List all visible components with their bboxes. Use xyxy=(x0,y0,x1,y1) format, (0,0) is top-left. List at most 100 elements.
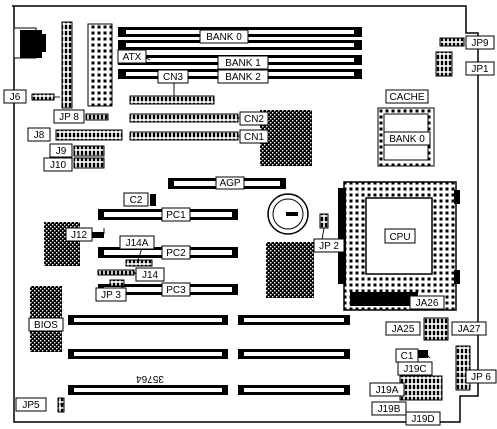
cn3-header xyxy=(129,95,215,105)
isa-slot-1 xyxy=(68,315,228,325)
jp9-jumper xyxy=(439,37,465,47)
svg-text:CN3: CN3 xyxy=(163,72,183,83)
label-ja25: JA25 xyxy=(385,321,421,336)
label-bank0-top: BANK 0 xyxy=(199,29,249,44)
isa-slot-6 xyxy=(238,385,350,395)
label-pc3: PC3 xyxy=(161,282,191,297)
svg-text:J19D: J19D xyxy=(411,414,434,425)
label-cn2: CN2 xyxy=(239,111,269,126)
cn1-header xyxy=(129,131,239,141)
label-jp2: JP 2 xyxy=(313,238,345,253)
svg-text:JA27: JA27 xyxy=(458,324,481,335)
cn2-header xyxy=(129,113,239,123)
jp2-jumper xyxy=(319,213,329,229)
label-pc2: PC2 xyxy=(161,245,191,260)
svg-text:J19C: J19C xyxy=(403,364,426,375)
svg-text:JP 6: JP 6 xyxy=(471,372,491,383)
svg-text:BANK 0: BANK 0 xyxy=(389,134,425,145)
label-c1: C1 xyxy=(395,348,419,363)
svg-text:CACHE: CACHE xyxy=(389,92,424,103)
label-jp6: JP 6 xyxy=(465,369,497,384)
svg-text:J14A: J14A xyxy=(126,238,149,249)
svg-text:J10: J10 xyxy=(50,160,67,171)
svg-text:C1: C1 xyxy=(401,351,414,362)
battery xyxy=(267,193,309,235)
label-c2: C2 xyxy=(123,192,149,207)
cpu-socket xyxy=(338,181,460,311)
label-j19d: J19D xyxy=(405,411,441,426)
svg-text:JP5: JP5 xyxy=(22,400,40,411)
j12-header xyxy=(92,232,104,238)
j14a-header xyxy=(125,259,153,267)
svg-text:J12: J12 xyxy=(71,230,88,241)
svg-text:JP 8: JP 8 xyxy=(59,112,79,123)
j6-header xyxy=(31,93,55,101)
svg-text:J9: J9 xyxy=(56,146,67,157)
svg-text:AGP: AGP xyxy=(219,178,240,189)
j14-header xyxy=(97,269,135,276)
chipset xyxy=(260,110,312,166)
svg-text:PC3: PC3 xyxy=(166,285,186,296)
svg-text:JP9: JP9 xyxy=(471,38,489,49)
jp3-jumper xyxy=(109,279,125,287)
label-cache: CACHE xyxy=(385,89,429,104)
svg-text:J8: J8 xyxy=(34,130,45,141)
super-io-chip xyxy=(266,242,314,298)
svg-text:JP1: JP1 xyxy=(471,64,489,75)
keyboard-mouse-connector xyxy=(13,27,46,59)
j8-vertical-strip xyxy=(61,21,73,109)
j9-header xyxy=(73,145,105,157)
label-bank0-cache: BANK 0 xyxy=(383,131,431,146)
label-cn3: CN3 xyxy=(157,69,189,84)
svg-text:J19B: J19B xyxy=(378,404,401,415)
label-pc1: PC1 xyxy=(161,207,191,222)
label-atx: ATX xyxy=(117,49,147,64)
j10-header xyxy=(73,157,105,169)
memory-slot-bank0b xyxy=(118,40,362,50)
svg-text:JA25: JA25 xyxy=(392,324,415,335)
svg-text:J14: J14 xyxy=(142,270,159,281)
label-bank1: BANK 1 xyxy=(217,55,269,70)
svg-text:PC1: PC1 xyxy=(166,210,186,221)
jp5-jumper xyxy=(57,397,65,413)
board-number: 35764 xyxy=(136,373,164,384)
svg-text:JP 3: JP 3 xyxy=(101,290,121,301)
label-j8: J8 xyxy=(27,127,51,142)
svg-text:C2: C2 xyxy=(130,195,143,206)
svg-text:J19A: J19A xyxy=(376,385,399,396)
label-j6: J6 xyxy=(3,89,27,104)
svg-text:CN1: CN1 xyxy=(244,132,264,143)
label-agp: AGP xyxy=(215,176,245,190)
label-j14: J14 xyxy=(135,267,165,282)
svg-text:BANK 0: BANK 0 xyxy=(206,32,242,43)
isa-slot-3 xyxy=(68,385,228,395)
svg-text:BIOS: BIOS xyxy=(34,320,58,331)
atx-power-connector xyxy=(87,23,113,107)
label-j19b: J19B xyxy=(371,401,407,416)
j8-header xyxy=(55,129,123,141)
label-j9: J9 xyxy=(49,143,73,158)
c1-capacitor xyxy=(418,350,428,358)
label-j10: J10 xyxy=(43,157,73,172)
jp1-jumper xyxy=(435,51,453,77)
isa-slot-4 xyxy=(238,315,350,325)
ja-jumpers xyxy=(423,317,449,341)
label-j19a: J19A xyxy=(369,382,405,397)
svg-text:PC2: PC2 xyxy=(166,248,186,259)
svg-text:CN2: CN2 xyxy=(244,114,264,125)
svg-text:BANK 2: BANK 2 xyxy=(225,72,261,83)
label-j14a: J14A xyxy=(119,235,155,250)
label-cpu: CPU xyxy=(384,228,416,244)
label-jp9: JP9 xyxy=(465,35,495,50)
svg-text:ATX: ATX xyxy=(123,52,142,63)
c2-capacitor xyxy=(150,194,156,206)
label-ja26: JA26 xyxy=(409,295,445,310)
label-ja27: JA27 xyxy=(451,321,487,336)
jp8-jumper xyxy=(85,113,109,121)
label-bios: BIOS xyxy=(28,317,64,332)
label-cn1: CN1 xyxy=(239,129,269,144)
svg-text:BANK 1: BANK 1 xyxy=(225,58,261,69)
svg-text:CPU: CPU xyxy=(389,232,410,243)
isa-slot-5 xyxy=(238,349,350,359)
label-j19c: J19C xyxy=(397,361,433,376)
